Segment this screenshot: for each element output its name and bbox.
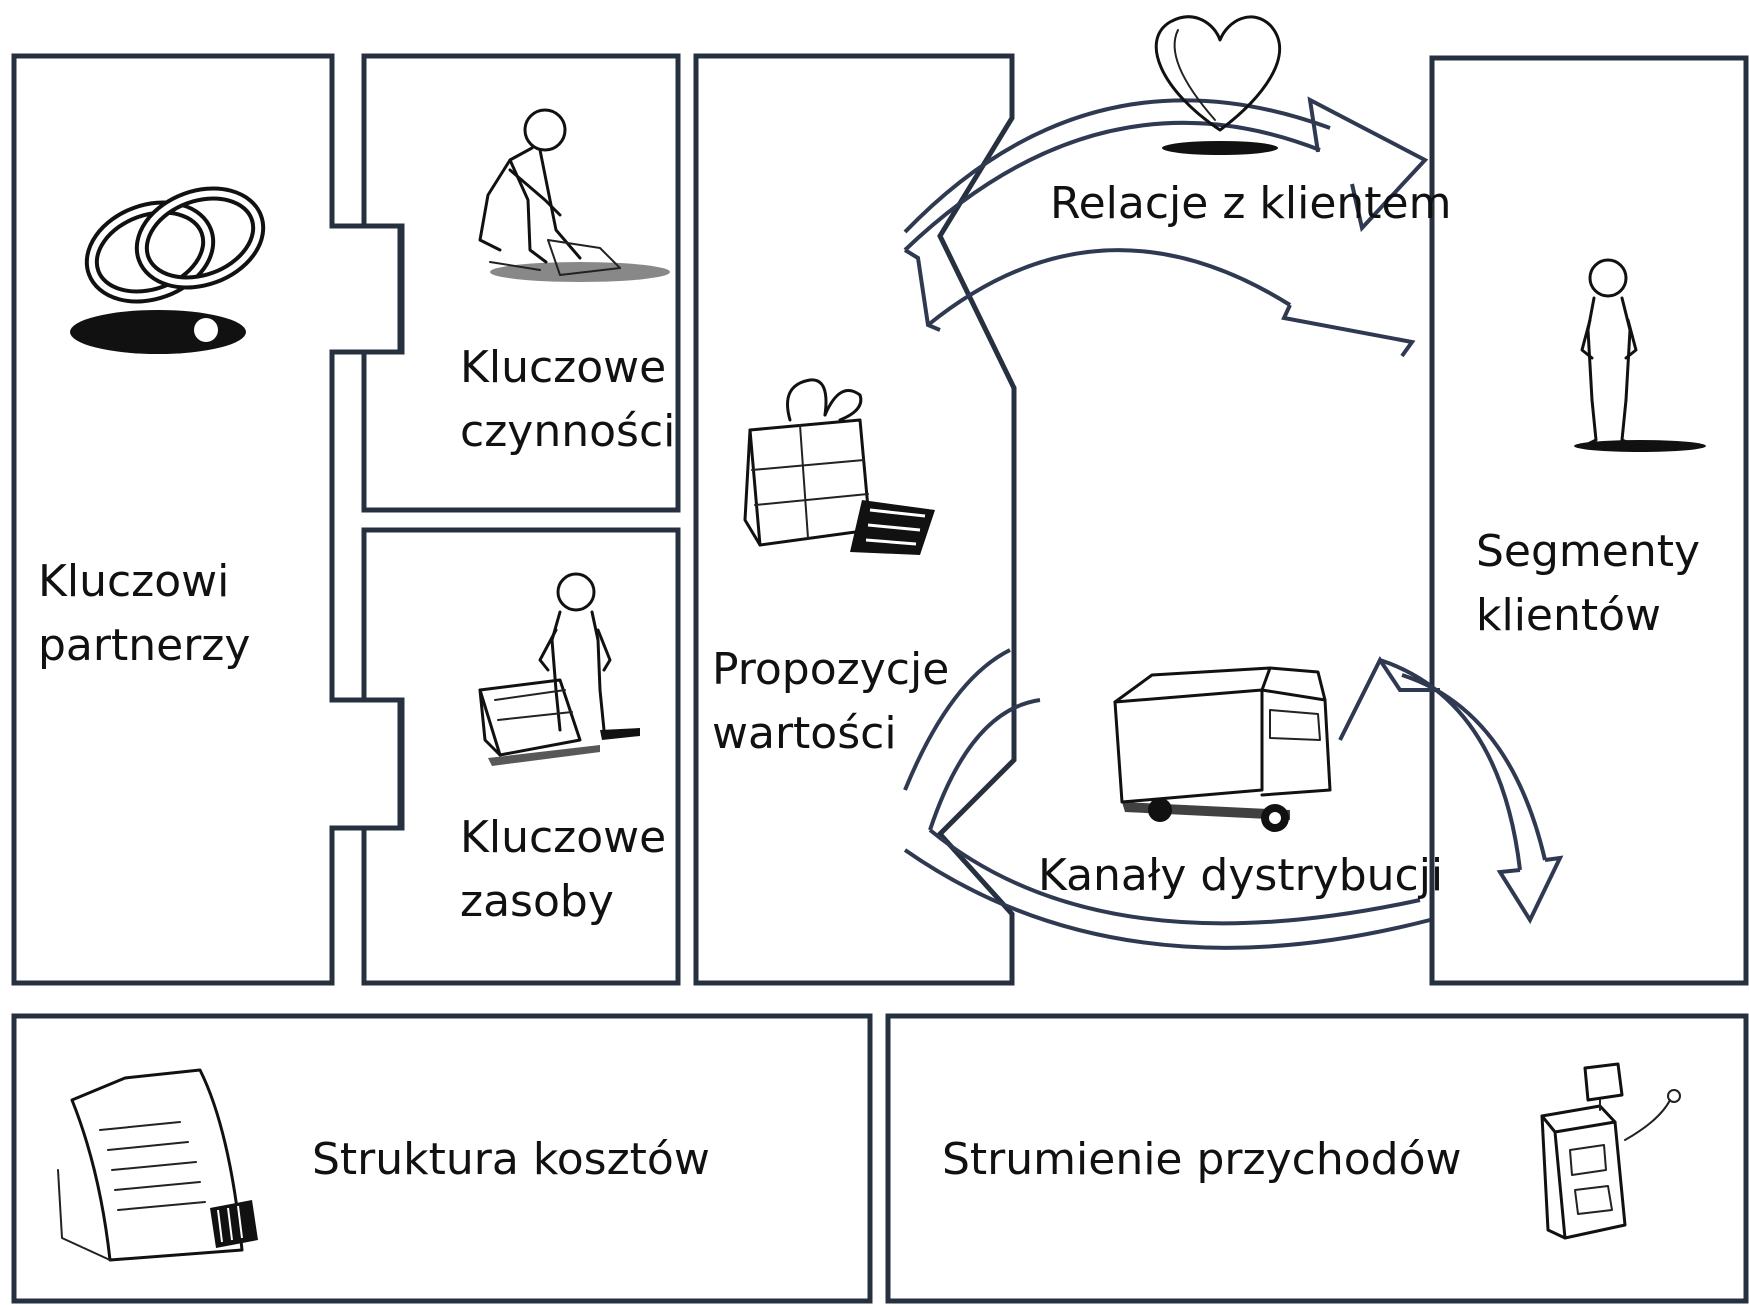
key-partners-label: Kluczowi partnerzy — [38, 556, 250, 671]
cost-structure-label: Struktura kosztów — [312, 1134, 710, 1185]
customer-relationships-label: Relacje z klientem — [1050, 178, 1451, 229]
key-resources-frame — [361, 527, 681, 986]
customer-segments-frame — [1429, 55, 1749, 986]
key-activities-label: Kluczowe czynności — [460, 342, 680, 457]
key-activities-frame — [361, 53, 681, 513]
customer-relationships-arrow — [903, 96, 1429, 358]
channels-label: Kanały dystrybucji — [1038, 850, 1443, 901]
key-partners-frame — [11, 53, 405, 986]
invoice-paper-icon — [57, 1068, 258, 1262]
cost-structure-frame — [11, 1013, 873, 1304]
revenue-streams-label: Strumienie przychodów — [942, 1134, 1461, 1185]
revenue-streams-frame — [885, 1013, 1749, 1304]
heart-icon — [1154, 15, 1282, 155]
standing-person-icon — [1574, 258, 1706, 452]
channels-arrow — [903, 648, 1564, 950]
worker-shoveling-icon — [478, 108, 670, 282]
gift-box-icon — [743, 378, 935, 555]
customer-segments-label: Segmenty klientów — [1476, 526, 1714, 641]
value-propositions-frame — [693, 53, 1017, 986]
cash-register-icon — [1540, 1062, 1681, 1240]
person-with-cart-icon — [478, 572, 640, 766]
key-resources-label: Kluczowe zasoby — [460, 812, 680, 927]
rings-icon — [70, 186, 266, 354]
value-propositions-label: Propozycje wartości — [712, 644, 963, 759]
delivery-truck-icon — [1113, 666, 1332, 832]
